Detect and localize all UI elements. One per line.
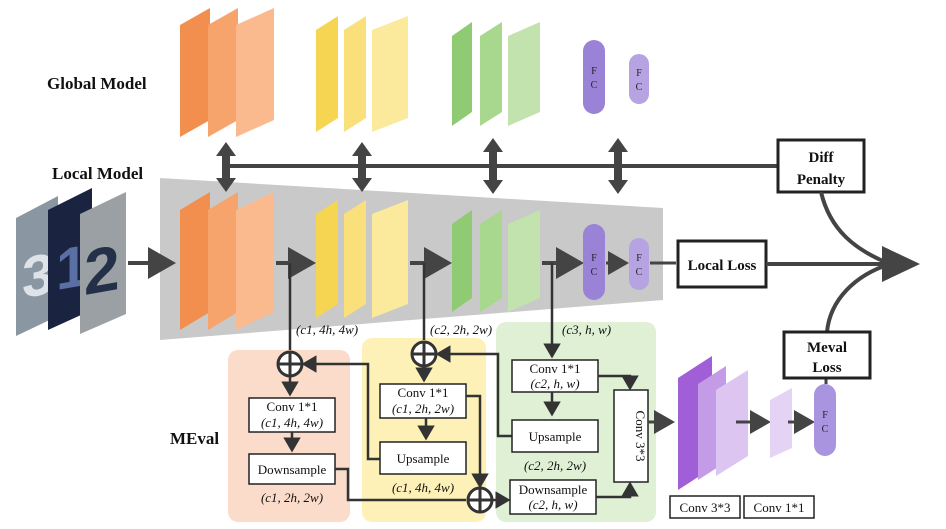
diff-to-output-curve [819, 191, 891, 266]
meval-conv1x1-block [770, 388, 792, 458]
downsample-box-2 [509, 479, 597, 515]
svg-text:F: F [591, 66, 597, 77]
svg-text:Upsample: Upsample [529, 429, 582, 444]
double-arrow-1 [216, 142, 236, 192]
global-green-block [452, 22, 540, 126]
svg-text:Conv 3*3: Conv 3*3 [633, 411, 648, 462]
svg-text:F: F [636, 253, 642, 264]
meval-label: MEval [170, 429, 219, 448]
svg-text:(c3, h, w): (c3, h, w) [562, 322, 611, 337]
global-orange-block [180, 8, 274, 137]
global-fc1 [583, 40, 605, 114]
svg-text:F: F [591, 253, 597, 264]
svg-text:(c2, 2h, 2w): (c2, 2h, 2w) [430, 322, 492, 337]
conv1x1-box-1 [248, 397, 336, 433]
meval-conv3x3-block [678, 356, 748, 490]
input-digit-images: 30 1 2 [16, 188, 126, 336]
svg-text:F: F [822, 410, 828, 421]
upsample-box-2 [511, 419, 599, 453]
svg-text:Penalty: Penalty [797, 172, 846, 188]
global-model-label: Global Model [47, 74, 147, 93]
svg-text:Diff: Diff [809, 150, 835, 166]
meval-to-output-curve [825, 262, 891, 333]
meval-loss-box [782, 330, 872, 380]
meval-fc [814, 384, 836, 456]
legend-conv1x1 [743, 495, 815, 519]
svg-text:Local Loss: Local Loss [688, 258, 757, 274]
local-model-label: Local Model [52, 164, 143, 183]
local-yellow-block [316, 200, 408, 318]
svg-text:C: C [591, 80, 598, 91]
double-arrow-3 [483, 138, 503, 194]
svg-text:F: F [636, 68, 642, 79]
double-arrow-2 [352, 142, 372, 192]
local-green-block [452, 210, 540, 312]
svg-text:Conv 1*1: Conv 1*1 [398, 385, 449, 400]
upsample-box-1 [379, 441, 467, 475]
svg-text:C: C [591, 267, 598, 278]
svg-text:Downsample: Downsample [258, 462, 327, 477]
svg-text:Meval: Meval [807, 340, 847, 356]
svg-text:(c1, 4h, 4w): (c1, 4h, 4w) [296, 322, 358, 337]
svg-text:C: C [636, 267, 643, 278]
svg-text:Conv 3*3: Conv 3*3 [680, 500, 731, 515]
svg-text:(c2, h, w): (c2, h, w) [530, 376, 579, 391]
svg-text:Downsample: Downsample [519, 482, 588, 497]
svg-text:(c1, 4h, 4w): (c1, 4h, 4w) [392, 480, 454, 495]
double-arrow-4 [608, 138, 628, 194]
svg-text:2: 2 [84, 231, 120, 309]
conv1x1-box-3 [511, 359, 599, 393]
global-yellow-block [316, 16, 408, 132]
svg-text:(c2, h, w): (c2, h, w) [528, 497, 577, 512]
local-fc2 [629, 238, 649, 290]
local-fc1 [583, 224, 605, 300]
local-orange-block [180, 192, 274, 330]
svg-text:Loss: Loss [812, 360, 841, 376]
svg-text:Upsample: Upsample [397, 451, 450, 466]
svg-text:Conv 1*1: Conv 1*1 [754, 500, 805, 515]
svg-text:(c1, 2h, 2w): (c1, 2h, 2w) [392, 401, 454, 416]
svg-text:Conv 1*1: Conv 1*1 [267, 399, 318, 414]
svg-text:(c1, 4h, 4w): (c1, 4h, 4w) [261, 415, 323, 430]
conv1x1-box-2 [379, 383, 467, 419]
svg-text:(c2, 2h, 2w): (c2, 2h, 2w) [524, 458, 586, 473]
conv3x3-vertical-box [613, 389, 649, 483]
output-arrowhead [882, 246, 920, 282]
legend-conv3x3 [669, 495, 741, 519]
svg-text:C: C [636, 82, 643, 93]
svg-text:(c1, 2h, 2w): (c1, 2h, 2w) [261, 490, 323, 505]
global-fc2 [629, 54, 649, 104]
svg-text:C: C [822, 424, 829, 435]
svg-text:Conv 1*1: Conv 1*1 [530, 361, 581, 376]
